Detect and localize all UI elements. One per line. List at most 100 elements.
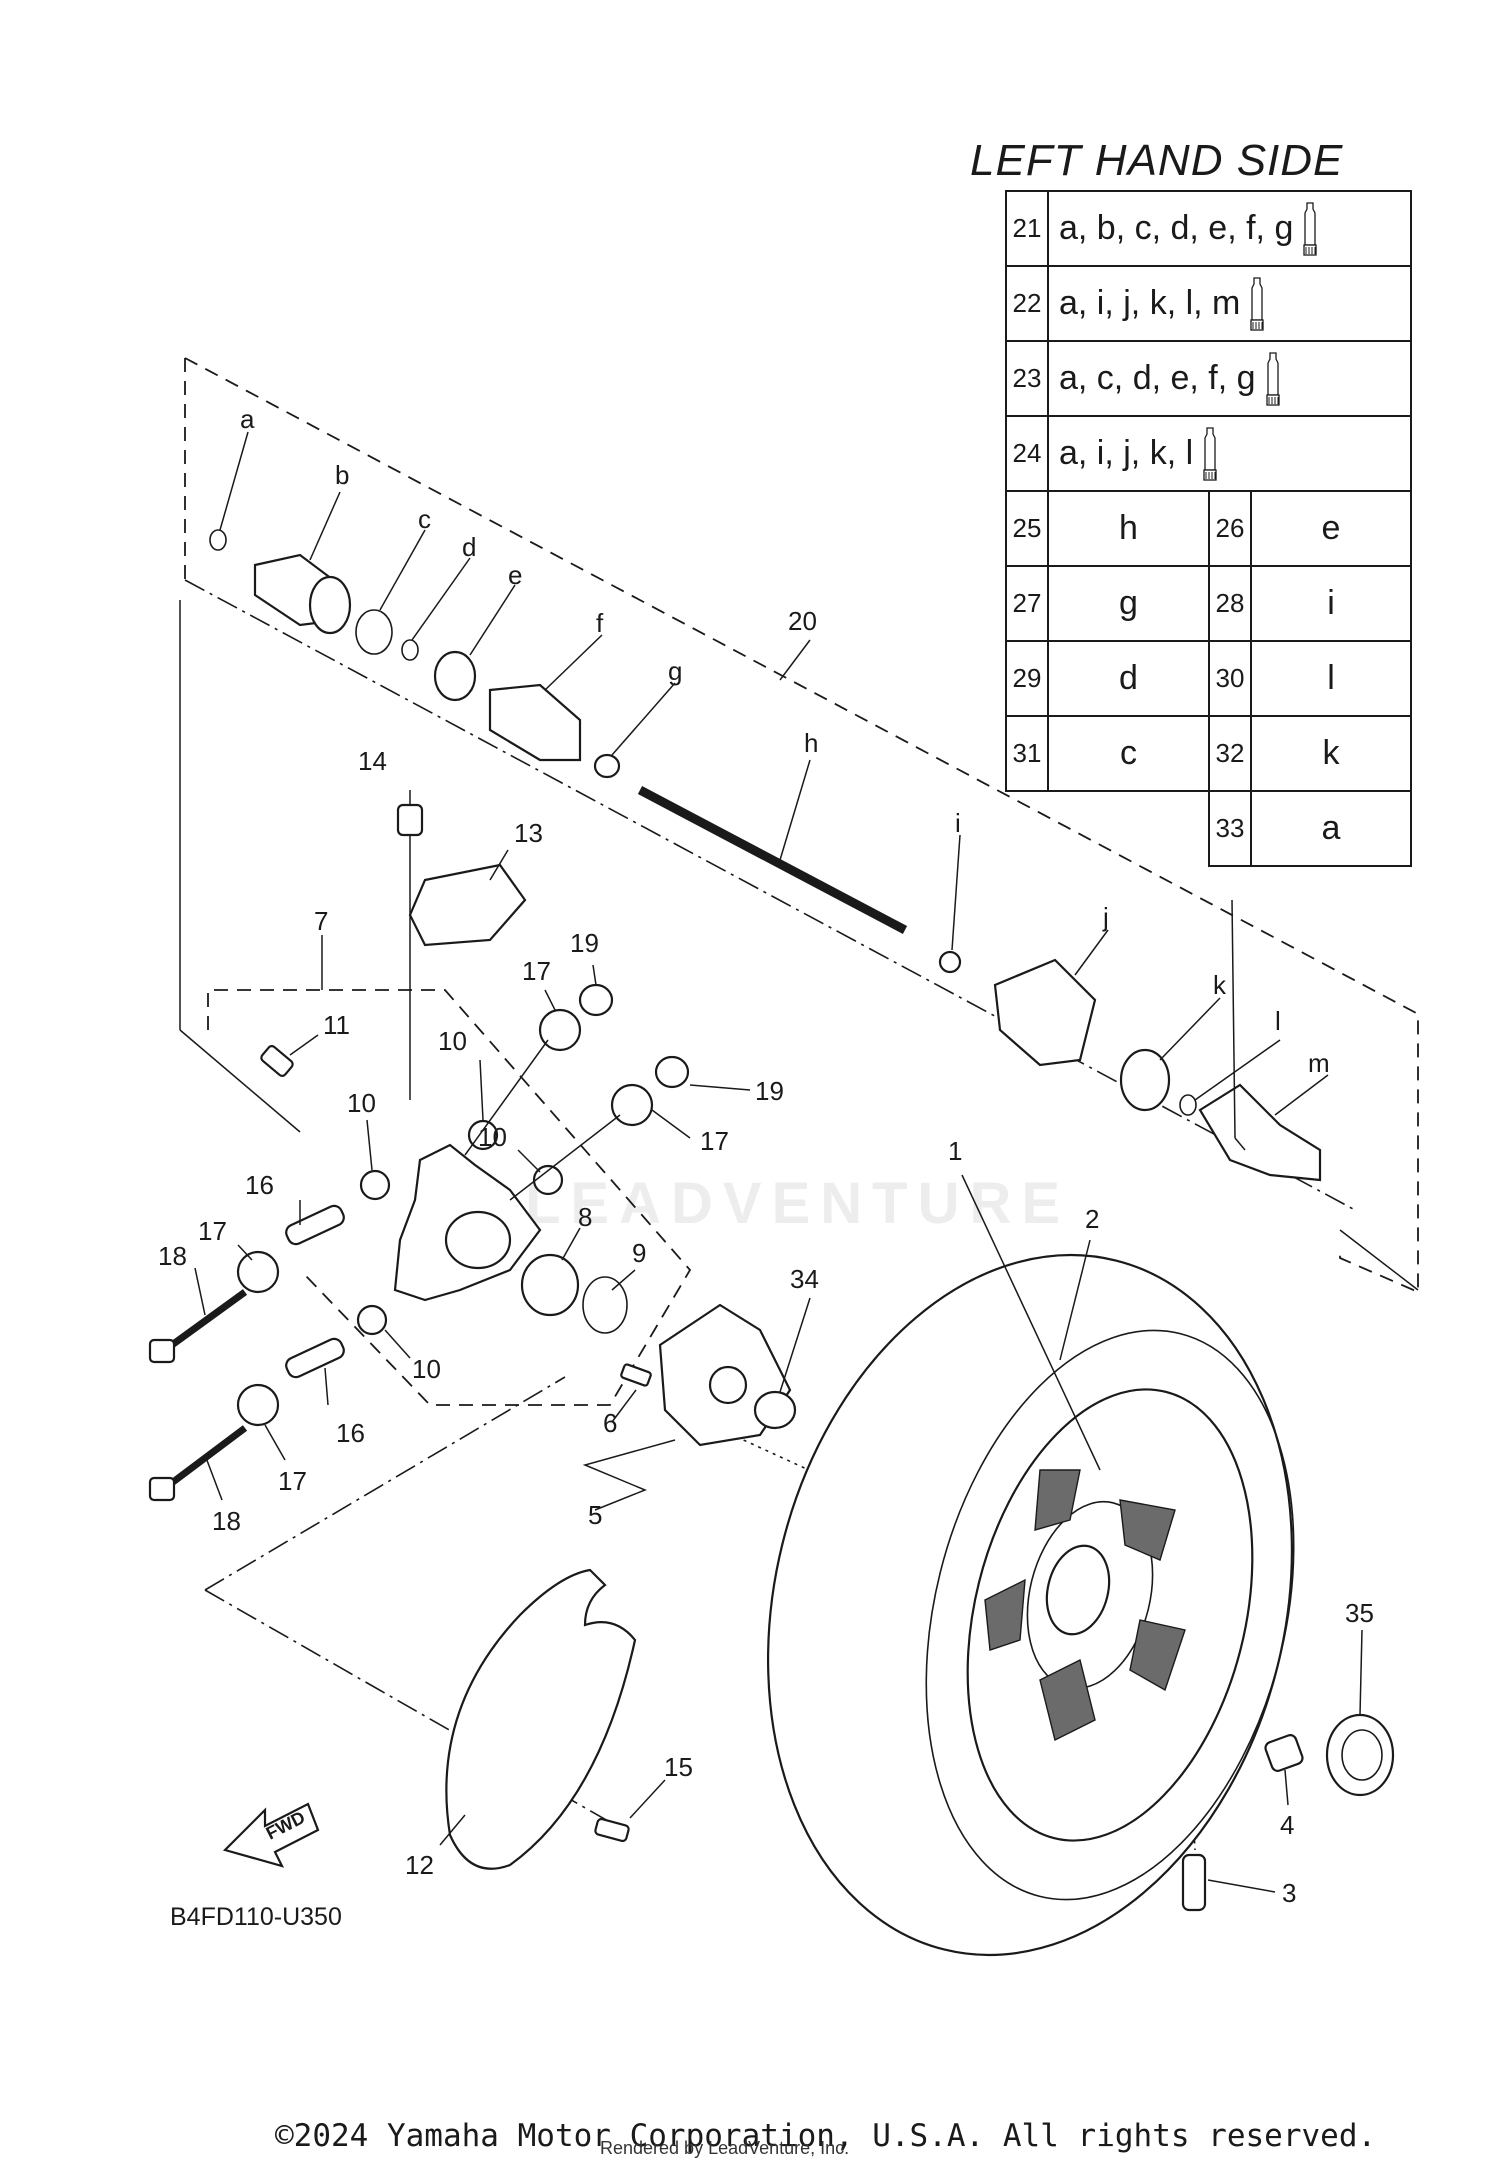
upper-bolt-axis — [464, 1039, 549, 1156]
leader-j — [1074, 929, 1109, 976]
knuckle-bore — [444, 1210, 512, 1270]
leader-1 — [961, 1174, 1101, 1471]
callout-9: 9 — [632, 1238, 646, 1268]
callout-19b: 19 — [755, 1076, 784, 1106]
callout-11: 11 — [323, 1010, 350, 1040]
leader-18a — [194, 1267, 206, 1316]
callout-10b: 10 — [438, 1026, 467, 1056]
kit-parts: a, c, d, e, f, g — [1059, 342, 1280, 415]
disc-bolt — [594, 1817, 630, 1843]
callout-5: 5 — [588, 1500, 602, 1530]
kit-parts-text: a, c, d, e, f, g — [1059, 359, 1256, 397]
callout-k: k — [1213, 970, 1227, 1000]
band-g — [593, 753, 621, 779]
seal-17b — [236, 1383, 280, 1427]
kit-number: 28 — [1210, 567, 1252, 640]
leader-10c — [517, 1149, 541, 1173]
callout-1: 1 — [948, 1136, 962, 1166]
leader-10d — [384, 1329, 411, 1359]
tire-rim-edge — [925, 1329, 1295, 1901]
kit-parts: a, i, j, k, l — [1059, 417, 1217, 490]
callout-8: 8 — [578, 1202, 592, 1232]
kit-row-30: 30 l — [1208, 640, 1412, 717]
wheel-center-bore — [1045, 1544, 1111, 1636]
hub-cap — [1325, 1713, 1395, 1797]
knuckle-bracket-line2 — [179, 1029, 301, 1133]
leader-15 — [629, 1779, 666, 1819]
kit-row-22: 22 a, i, j, k, l, m — [1005, 265, 1412, 342]
callout-3: 3 — [1282, 1878, 1296, 1908]
drive-shaft-h — [637, 786, 908, 934]
seal-17a — [236, 1250, 280, 1294]
band-k — [1119, 1048, 1171, 1112]
kit-number: 21 — [1007, 192, 1049, 265]
callout-g: g — [668, 656, 682, 686]
hub-cap-logo — [1341, 1729, 1383, 1781]
kit-number: 24 — [1007, 417, 1049, 490]
kit-part: l — [1327, 659, 1335, 697]
callout-a: a — [240, 404, 255, 434]
kit-number: 23 — [1007, 342, 1049, 415]
upper-bolt-axis2 — [509, 1114, 621, 1201]
snap-ring-a — [209, 529, 227, 551]
kit-row-21: 21 a, b, c, d, e, f, g — [1005, 190, 1412, 267]
circlip — [582, 1276, 628, 1334]
leader-i — [951, 834, 961, 951]
callout-35: 35 — [1345, 1598, 1374, 1628]
leader-17c — [544, 989, 556, 1011]
kit-number: 27 — [1007, 567, 1049, 640]
kit-row-32: 32 k — [1208, 715, 1412, 792]
circlip-l — [1179, 1094, 1197, 1116]
leader-34 — [779, 1297, 811, 1393]
leader-m — [1274, 1074, 1329, 1116]
kit-row-23: 23 a, c, d, e, f, g — [1005, 340, 1412, 417]
callout-b: b — [335, 460, 349, 490]
callout-13: 13 — [514, 818, 543, 848]
callout-i: i — [955, 808, 961, 838]
kit-part: h — [1119, 509, 1138, 547]
kit-row-31: 31 c — [1005, 715, 1210, 792]
leader-b — [309, 491, 341, 561]
callout-17c: 17 — [522, 956, 551, 986]
kit-row-29: 29 d — [1005, 640, 1210, 717]
band-e — [433, 650, 477, 702]
bolt-18b — [162, 1425, 248, 1491]
callout-34: 34 — [790, 1264, 819, 1294]
wheel-bearing — [520, 1253, 580, 1317]
callout-16a: 16 — [245, 1170, 274, 1200]
leader-19a — [592, 964, 597, 986]
leader-18b — [204, 1454, 223, 1501]
grease-tube-icon — [1250, 276, 1265, 331]
kit-part: g — [1119, 584, 1138, 622]
wheel-spoke-4 — [1039, 1658, 1096, 1742]
guard-bolt — [396, 803, 424, 837]
callout-15: 15 — [664, 1752, 693, 1782]
leader-m-bracket2 — [1234, 1137, 1246, 1151]
nut-19a — [578, 983, 614, 1017]
callout-17d: 17 — [700, 1126, 729, 1156]
kit-number: 25 — [1007, 492, 1049, 565]
callout-18a: 18 — [158, 1241, 187, 1271]
leader-6 — [611, 1389, 637, 1423]
callout-12: 12 — [405, 1850, 434, 1880]
boot-j — [993, 958, 1097, 1067]
forward-arrow-icon: FWD — [222, 1802, 320, 1868]
bushing-10b — [467, 1119, 499, 1151]
callout-m: m — [1308, 1048, 1330, 1078]
leader-4 — [1284, 1769, 1289, 1806]
leader-17d — [651, 1109, 691, 1139]
leader-8 — [561, 1227, 581, 1261]
kit-parts: a, i, j, k, l, m — [1059, 267, 1265, 340]
section-title: LEFT HAND SIDE — [970, 136, 1344, 185]
leader-17b — [264, 1424, 286, 1461]
kit-number: 31 — [1007, 717, 1049, 790]
leader-13 — [489, 849, 509, 881]
bushing-10d — [356, 1304, 388, 1336]
callout-10a: 10 — [347, 1088, 376, 1118]
callout-h: h — [804, 728, 818, 758]
brake-disc — [445, 1568, 637, 1870]
cv-joint-m — [1198, 1083, 1322, 1182]
callout-f: f — [596, 608, 604, 638]
kit-row-27: 27 g — [1005, 565, 1210, 642]
brake-hose-guard — [408, 863, 527, 947]
